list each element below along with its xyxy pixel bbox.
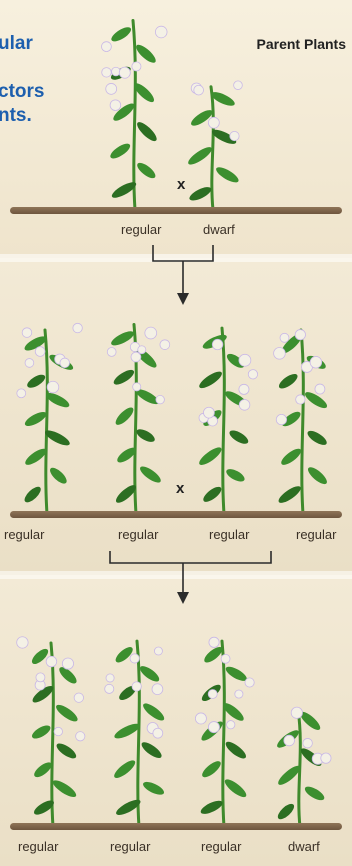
bracket-2 [110, 551, 271, 595]
bracket-1 [153, 245, 213, 296]
down-arrow-icon [177, 293, 189, 305]
down-arrow-icon [177, 592, 189, 604]
